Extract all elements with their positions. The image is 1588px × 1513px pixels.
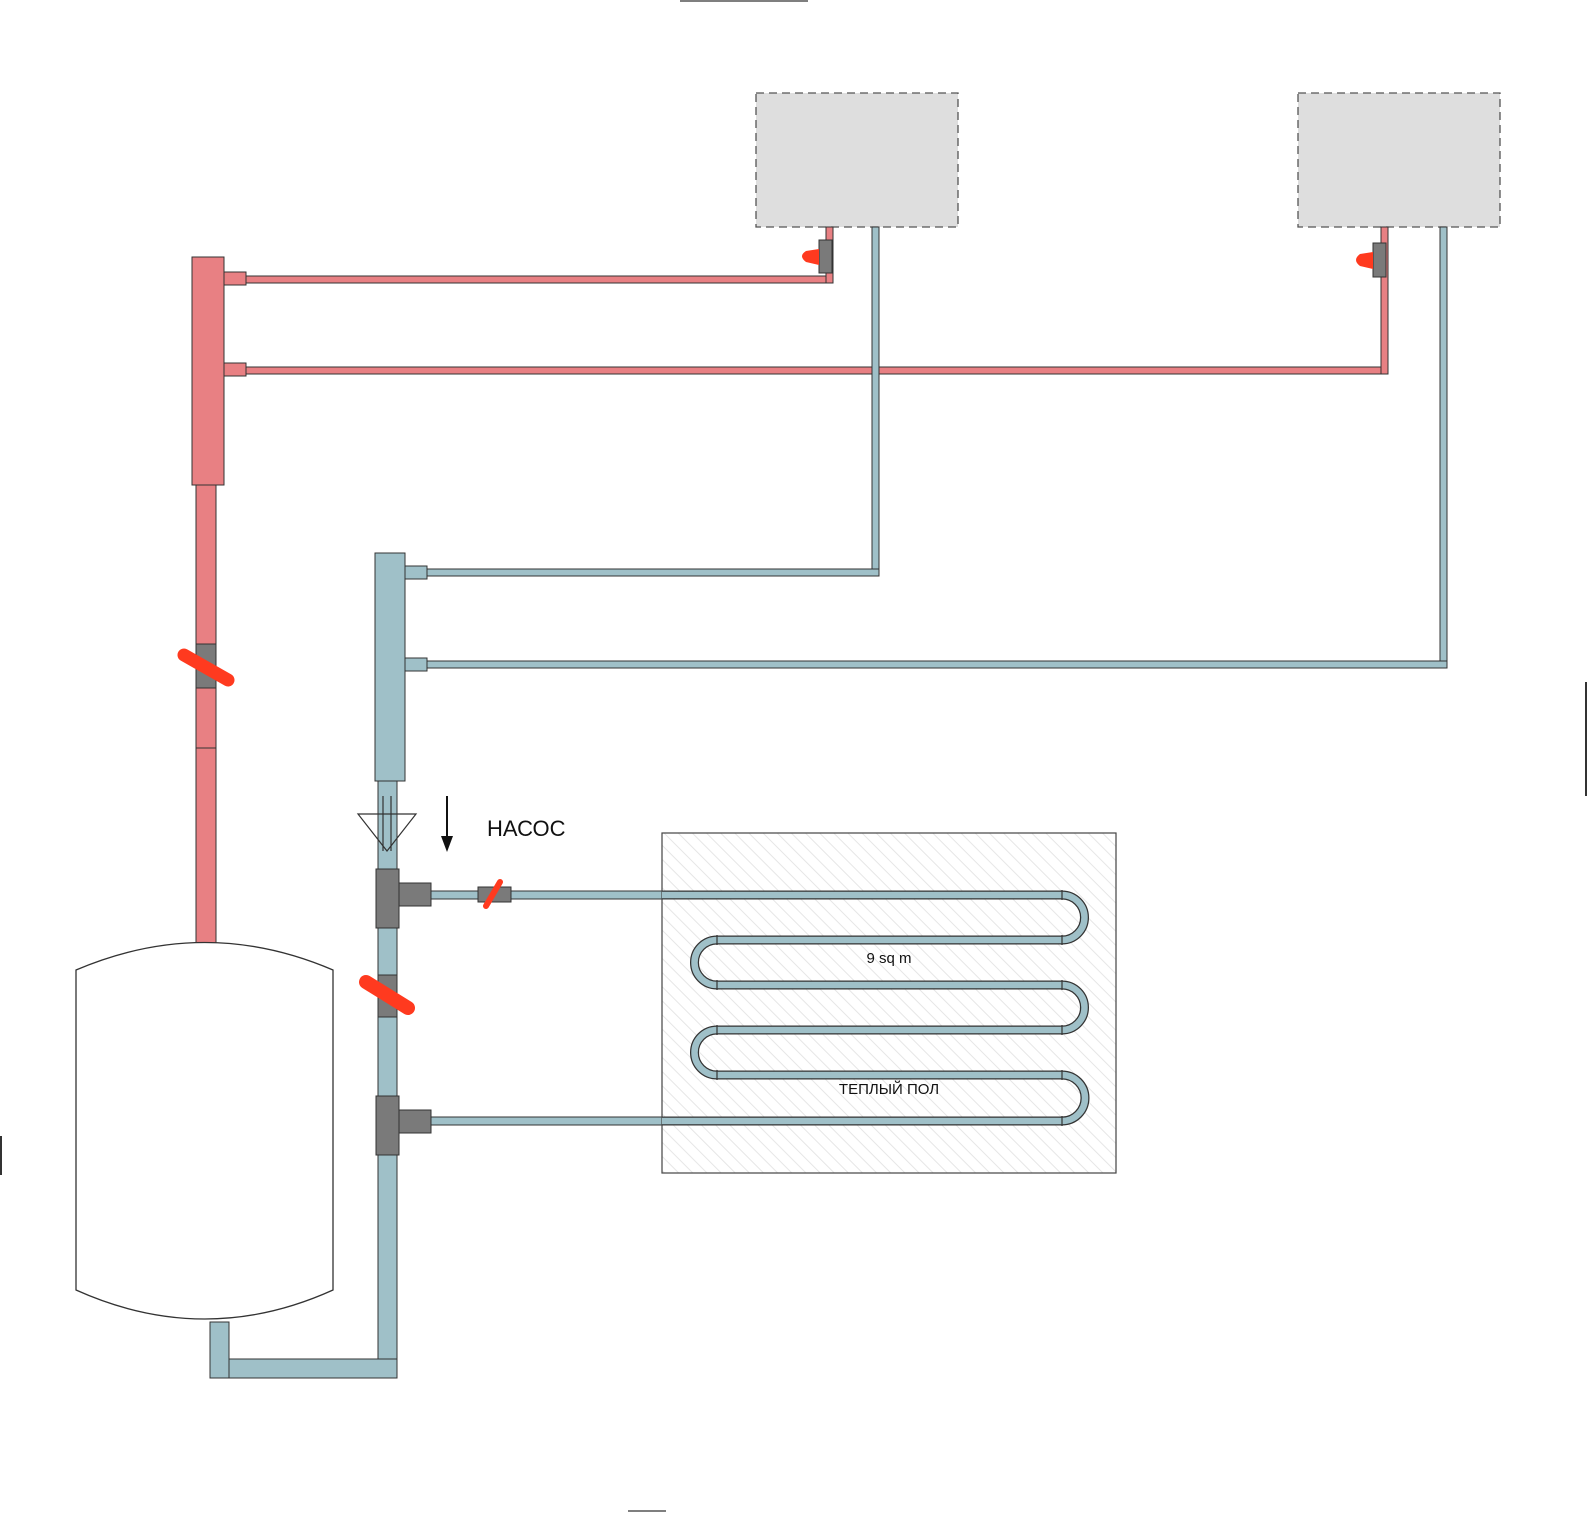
flow-arrow-icon (441, 796, 453, 852)
supply-riser (195, 483, 217, 945)
tee-fitting-lower (375, 1095, 400, 1156)
return-branch-1 (426, 568, 880, 577)
floor-area-label: 9 sq m (866, 950, 911, 967)
pump-triangle-icon (356, 796, 418, 852)
return-pipes (209, 226, 1448, 1379)
radiator-valve-2-icon (1356, 252, 1373, 269)
floor-heating-label: ТЕПЛЫЙ ПОЛ (839, 1080, 939, 1098)
supply-branch-1 (245, 275, 831, 284)
underfloor-heating-coil (662, 890, 1090, 1126)
radiator-valve-1-icon (802, 249, 819, 265)
ball-valve-return-icon (359, 975, 415, 1015)
ball-valve-supply-icon (177, 648, 235, 687)
supply-pipes (191, 226, 1389, 945)
boiler-tank (75, 941, 334, 1320)
pump-label: НАСОС (487, 816, 566, 841)
floor-area (661, 832, 1117, 1174)
radiator-2 (1297, 92, 1501, 228)
supply-manifold (191, 256, 225, 486)
radiator-1 (755, 92, 959, 228)
valve-handles (177, 249, 1373, 1015)
return-branch-2 (426, 660, 1448, 669)
tee-fitting-upper (375, 868, 400, 929)
supply-branch-2 (245, 366, 1389, 375)
ball-valve-floor-icon (483, 879, 503, 909)
return-manifold (374, 552, 406, 782)
